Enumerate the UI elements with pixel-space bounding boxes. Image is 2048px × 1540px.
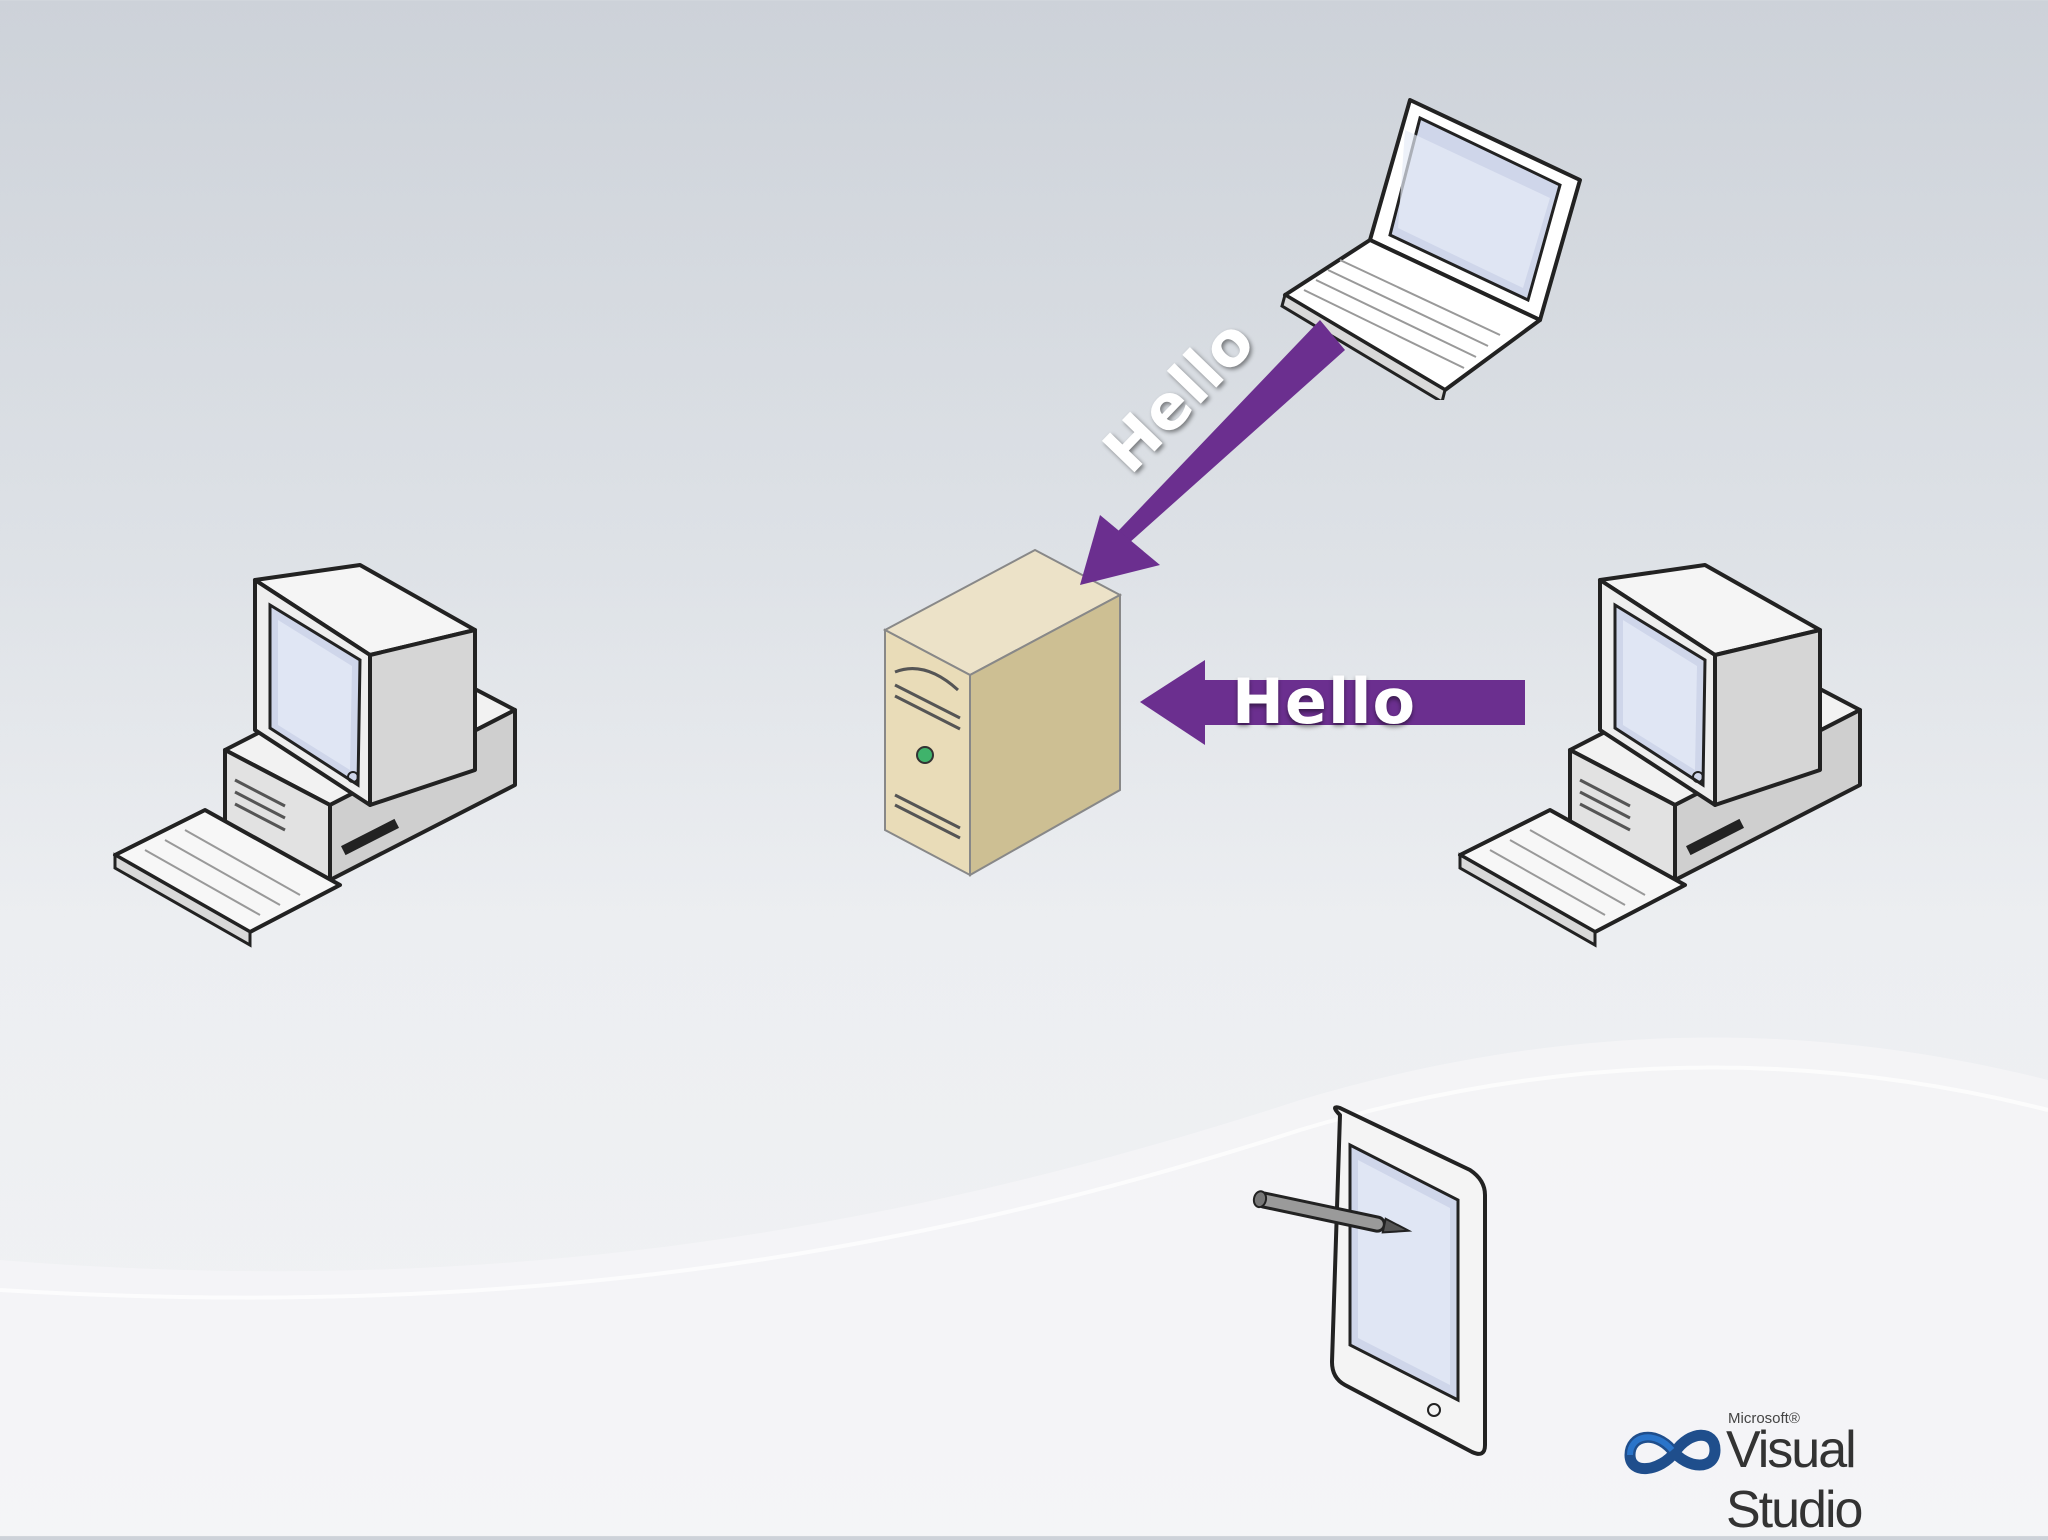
arrow-laptop-to-server [1080,320,1345,585]
server-tower-icon [882,548,1123,877]
desktop-computer-icon-left [113,563,517,948]
arrow-label-horizontal: Hello [1232,665,1417,738]
tablet-with-stylus-icon [1252,1105,1487,1456]
logo-visual-studio-text: Visual Studio [1726,1421,1863,1539]
stylus [1252,1190,1413,1234]
arrow-desktop-to-server [1140,660,1525,745]
laptop-icon [1280,98,1582,400]
infinity-logo-icon [1624,1429,1721,1475]
logo-microsoft-text: Microsoft® [1728,1410,1800,1427]
desktop-computer-icon-right [1458,563,1862,948]
visual-studio-logo: Microsoft® Visual Studio [1620,1410,1960,1539]
